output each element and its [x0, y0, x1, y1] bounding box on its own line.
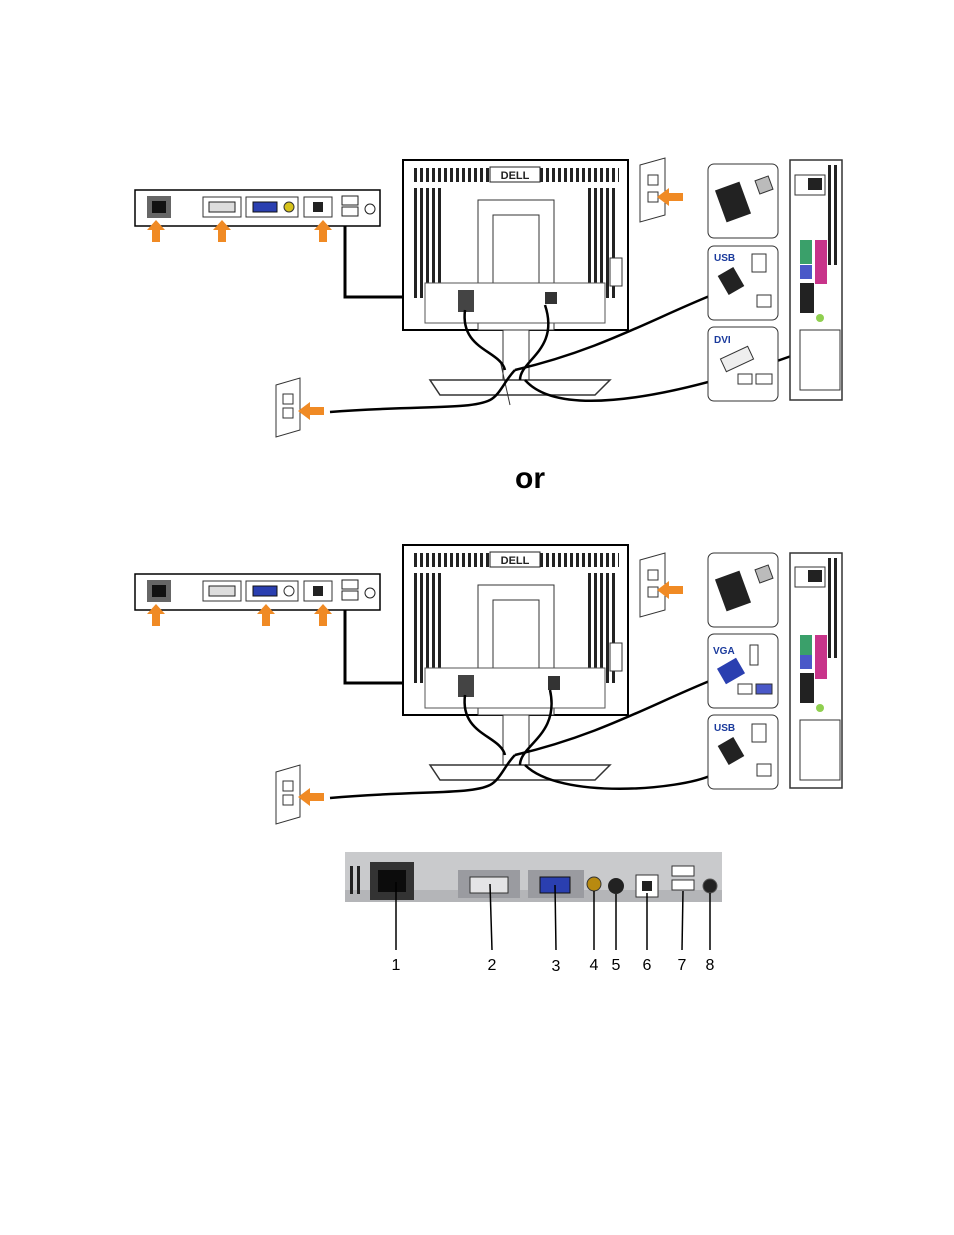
vga-label-2: VGA — [713, 646, 735, 657]
usb-label-2: USB — [714, 723, 735, 734]
connector-label-3: 3 — [552, 958, 561, 975]
connector-label-2: 2 — [488, 957, 497, 974]
connector-label-4: 4 — [590, 957, 599, 974]
connector-label-1: 1 — [392, 957, 401, 974]
callout-vga-cable-2: VGA — [708, 634, 778, 708]
dvi-connector — [470, 877, 508, 893]
connector-label-7: 7 — [678, 957, 687, 974]
wall-outlet-top-2 — [640, 553, 683, 617]
wall-outlet-bottom-2 — [276, 765, 324, 824]
dc-power-connector — [703, 879, 717, 893]
computer-tower-2 — [790, 553, 842, 788]
connector-label-5: 5 — [612, 957, 621, 974]
connector-panel-photo — [345, 852, 722, 902]
connector-label-8: 8 — [706, 957, 715, 974]
monitor-rear-2: DELL — [403, 545, 628, 780]
s-video-connector — [608, 878, 624, 894]
connector-number-labels: 1 2 3 4 5 6 7 8 — [392, 957, 715, 975]
panel-callout-2 — [135, 574, 430, 683]
composite-video-connector — [587, 877, 601, 891]
usb-upstream-port — [642, 881, 652, 891]
dell-logo-2: DELL — [501, 555, 530, 567]
connector-label-6: 6 — [643, 957, 652, 974]
callout-power-cable-2 — [708, 553, 778, 627]
callout-usb-cable-2: USB — [708, 715, 778, 789]
usb-downstream-port — [672, 866, 694, 876]
